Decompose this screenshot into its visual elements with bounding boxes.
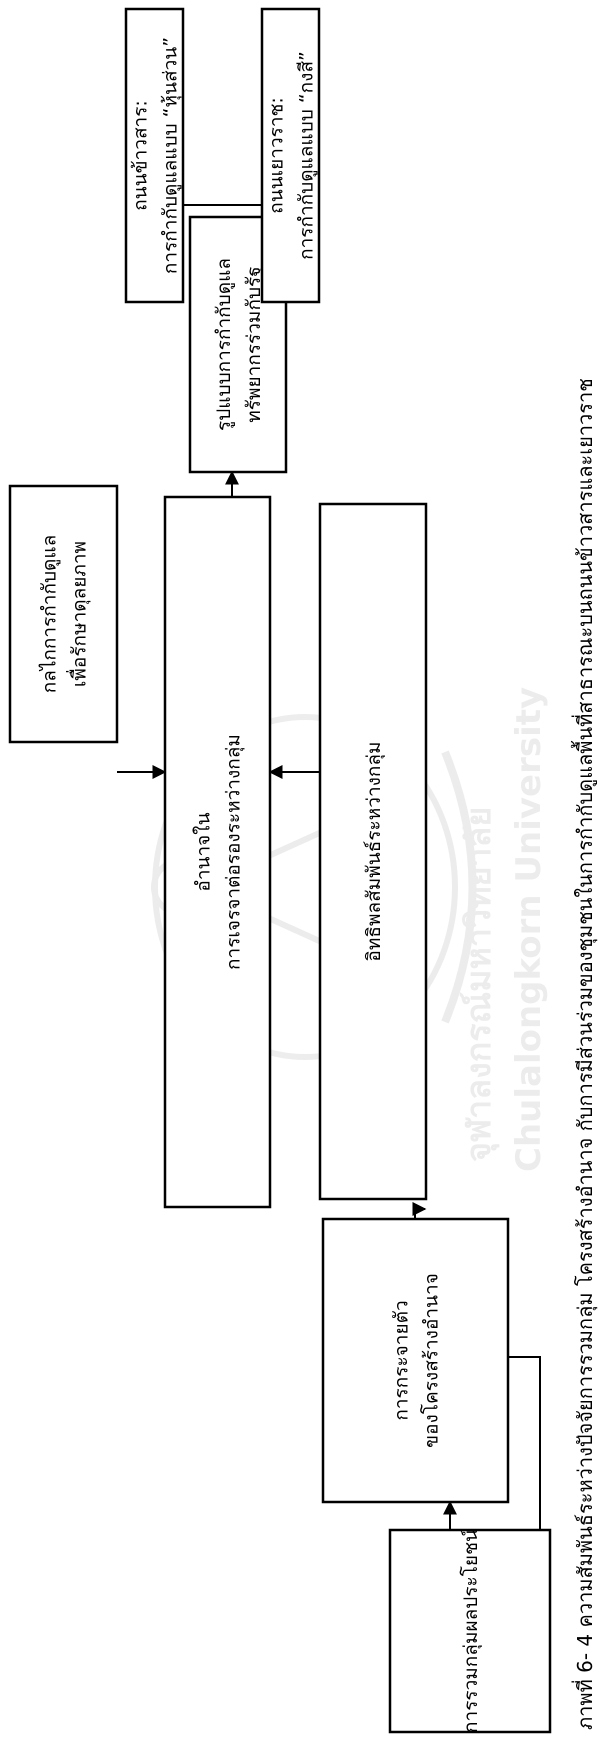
node-dispersion-box: [321, 1217, 510, 1504]
node-yaowarat-box: [260, 7, 321, 304]
node-dispersion: การกระจายตัว ของโครงสร้างอำนาจ: [321, 1217, 510, 1504]
node-mechanism-label-1: เพื่อรักษาดุลยภาพ: [66, 541, 92, 687]
node-khaosan-box: [124, 7, 185, 304]
watermark-english-text: Chulalongkorn University: [509, 687, 549, 1172]
node-yaowarat: ถนนเยาวราช: การกำกับดูแลแบบ “กงสี”: [260, 7, 321, 304]
node-bargaining-box: [163, 495, 272, 1209]
watermark-thai-text: จุฬาลงกรณ์มหาวิทยาลัย: [459, 807, 500, 1162]
node-interest: การรวมกลุ่มผลประโยชน์: [388, 1528, 552, 1734]
node-influence-box: [318, 502, 428, 1201]
node-bargaining-label-0: อำนาจใน: [193, 812, 215, 891]
figure-caption: ภาพที่ 6- 4 ความสัมพันธ์ระหว่างปัจจัยการ…: [571, 378, 598, 1730]
node-dispersion-label-1: ของโครงสร้างอำนาจ: [420, 1273, 443, 1448]
node-influence: อิทธิพลสัมพันธ์ระหว่างกลุ่ม: [318, 502, 428, 1201]
node-dispersion-label-0: การกระจายตัว: [391, 1300, 413, 1420]
node-mechanism-label-0: กลไกการกำกับดูแล: [39, 535, 61, 694]
node-bargaining: อำนาจใน การเจรจาต่อรองระหว่างกลุ่ม: [163, 495, 272, 1209]
node-yaowarat-label-1: การกำกับดูแลแบบ “กงสี”: [296, 51, 318, 260]
node-influence-label-0: อิทธิพลสัมพันธ์ระหว่างกลุ่ม: [363, 741, 386, 961]
node-yaowarat-label-0: ถนนเยาวราช:: [266, 97, 288, 214]
node-model-label-1: ทรัพยากรร่วมกับรัฐ: [243, 266, 265, 422]
node-interest-label-0: การรวมกลุ่มผลประโยชน์: [459, 1529, 483, 1733]
node-mechanism-box: [8, 484, 119, 744]
node-mechanism: กลไกการกำกับดูแลเพื่อรักษาดุลยภาพ: [8, 484, 119, 744]
node-model-label-0: รูปแบบการกำกับดูแล: [213, 258, 235, 431]
node-khaosan-label-1: การกำกับดูแลแบบ “หุ้นส่วน”: [160, 37, 183, 274]
edge-bargaining-to-model: [225, 470, 239, 498]
diagram-nodes: การรวมกลุ่มผลประโยชน์ การกระจายตัว ของโครง…: [8, 7, 552, 1734]
rotated-figure: จุฬาลงกรณ์มหาวิทยาลัย Chulalongkorn Univ…: [8, 7, 598, 1734]
node-khaosan: ถนนข้าวสาร: การกำกับดูแลแบบ “หุ้นส่วน”: [124, 7, 185, 304]
node-bargaining-label-1: การเจรจาต่อรองระหว่างกลุ่ม: [223, 734, 246, 970]
edge-dispersion-to-bargaining: [412, 1202, 427, 1219]
node-interest-box: [388, 1528, 552, 1734]
node-khaosan-label-0: ถนนข้าวสาร:: [130, 100, 152, 211]
